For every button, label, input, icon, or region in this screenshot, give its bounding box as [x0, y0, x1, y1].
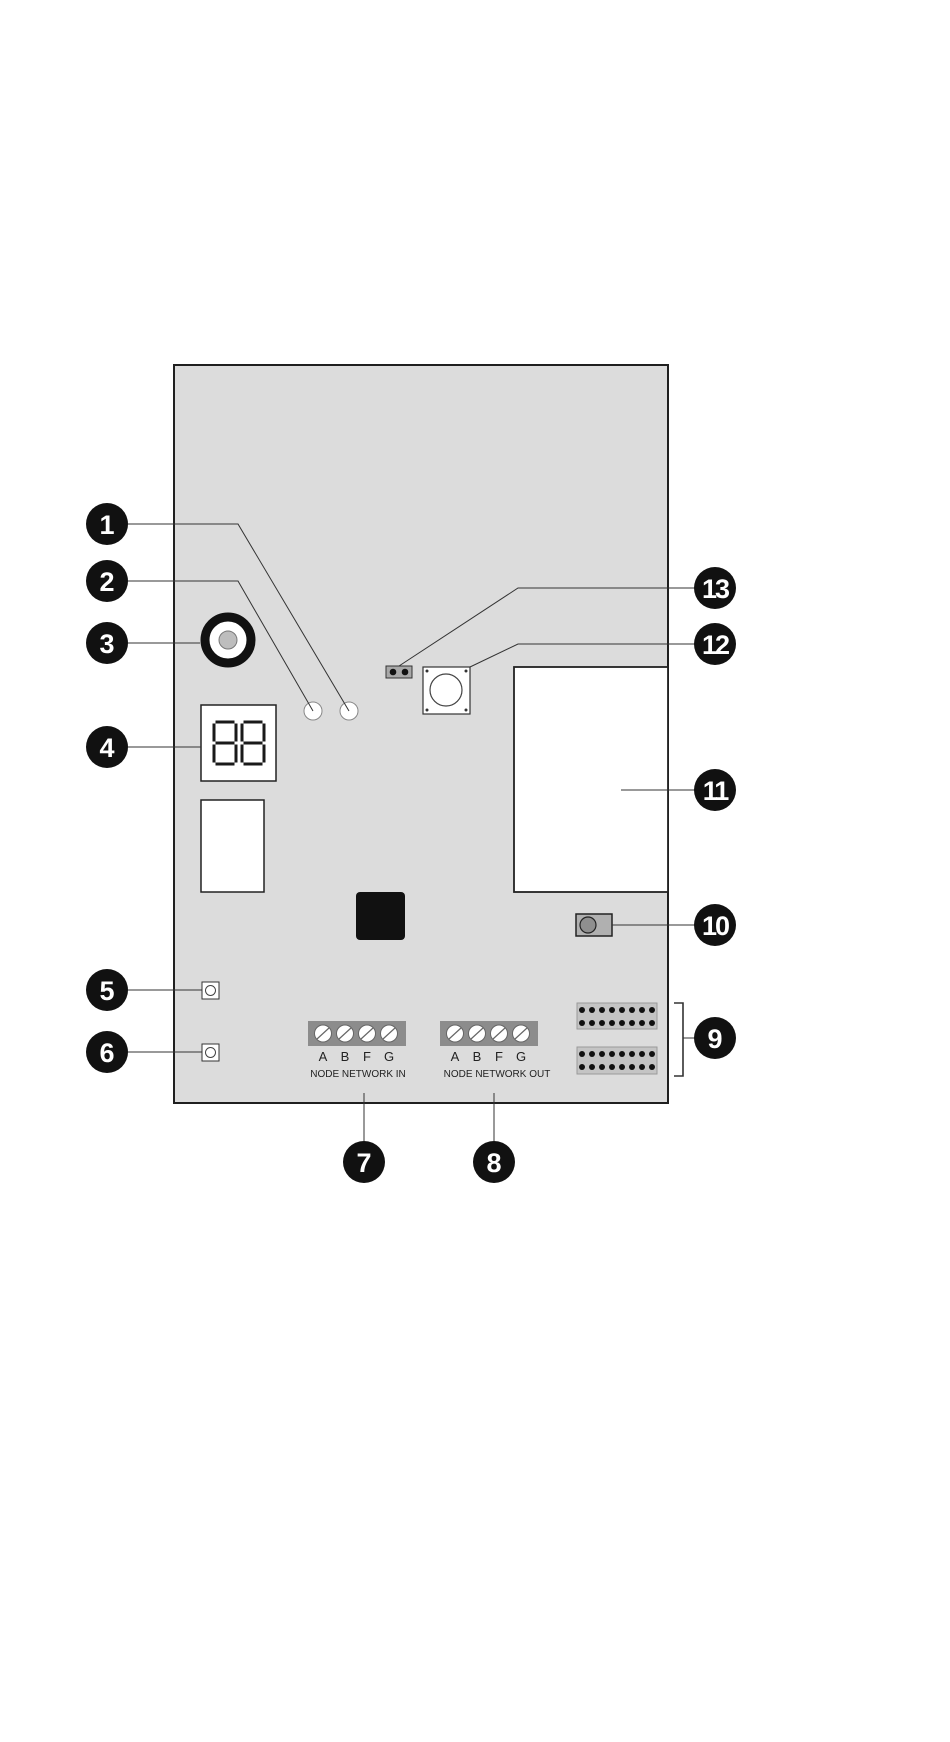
header-pin [609, 1020, 615, 1026]
header-pin [649, 1020, 655, 1026]
terminal-screw [381, 1025, 398, 1042]
callout-6: 6 [86, 1031, 128, 1073]
header-pin [599, 1020, 605, 1026]
terminal-screw [469, 1025, 486, 1042]
callout-11-number: 11 [703, 776, 730, 806]
terminal-screw [315, 1025, 332, 1042]
header-pin [649, 1007, 655, 1013]
header-pin [639, 1064, 645, 1070]
terminal-screw [513, 1025, 530, 1042]
header-pin [629, 1007, 635, 1013]
callout-9-number: 9 [707, 1024, 722, 1054]
callout-1: 1 [86, 503, 128, 545]
callout-7-number: 7 [356, 1148, 371, 1178]
seven-segment-display: 88 [201, 705, 276, 781]
callout-11: 11 [694, 769, 736, 811]
header-pin [589, 1007, 595, 1013]
push-button [423, 667, 470, 714]
terminal-letter: B [341, 1049, 350, 1064]
jumper [386, 666, 412, 678]
callout-4-number: 4 [99, 733, 114, 763]
callout-7: 7 [343, 1141, 385, 1183]
large-module [514, 667, 668, 892]
terminal-letter: G [516, 1049, 526, 1064]
header-pin [579, 1007, 585, 1013]
callout-1-number: 1 [99, 510, 114, 540]
small-component [576, 914, 612, 936]
header-pin [589, 1064, 595, 1070]
pad-6 [202, 1044, 219, 1061]
callout-12: 12 [694, 623, 736, 665]
header-pin [589, 1020, 595, 1026]
terminal-caption-in: NODE NETWORK IN [310, 1069, 406, 1080]
callout-3-number: 3 [99, 629, 114, 659]
callout-4: 4 [86, 726, 128, 768]
header-pin [629, 1064, 635, 1070]
header-pin [649, 1064, 655, 1070]
terminal-screw [337, 1025, 354, 1042]
processor-chip [356, 892, 405, 940]
pad-5 [202, 982, 219, 999]
header-pin [609, 1007, 615, 1013]
pin-header-top [577, 1003, 657, 1029]
callout-2: 2 [86, 560, 128, 602]
header-pin [619, 1020, 625, 1026]
header-pin [639, 1007, 645, 1013]
header-pin [629, 1051, 635, 1057]
callout-10-number: 10 [702, 911, 729, 941]
callout-9: 9 [694, 1017, 736, 1059]
header-pin [579, 1064, 585, 1070]
terminal-letter: B [473, 1049, 482, 1064]
header-pin [599, 1064, 605, 1070]
callout-8: 8 [473, 1141, 515, 1183]
pin-header-bottom [577, 1047, 657, 1074]
header-pin [599, 1007, 605, 1013]
header-pin [649, 1051, 655, 1057]
header-pin [619, 1007, 625, 1013]
header-pin [629, 1020, 635, 1026]
terminal-letter: F [363, 1049, 371, 1064]
callout-5: 5 [86, 969, 128, 1011]
callout-8-number: 8 [486, 1148, 501, 1178]
callout-3: 3 [86, 622, 128, 664]
callout-12-number: 12 [702, 630, 729, 660]
terminal-letter: F [495, 1049, 503, 1064]
terminal-caption-out: NODE NETWORK OUT [444, 1069, 551, 1080]
module-block [201, 800, 264, 892]
header-pin [579, 1020, 585, 1026]
callout-2-number: 2 [99, 567, 114, 597]
callout-5-number: 5 [99, 976, 114, 1006]
header-pin [609, 1051, 615, 1057]
callout-13-number: 13 [702, 574, 730, 604]
header-pin [639, 1020, 645, 1026]
terminal-screw [359, 1025, 376, 1042]
buzzer [205, 617, 251, 663]
terminal-letter: A [451, 1049, 460, 1064]
callout-13: 13 [694, 567, 736, 609]
header-pin [609, 1064, 615, 1070]
terminal-screw [491, 1025, 508, 1042]
header-pin [619, 1051, 625, 1057]
header-pin [599, 1051, 605, 1057]
terminal-letter: G [384, 1049, 394, 1064]
terminal-screw [447, 1025, 464, 1042]
bracket-9 [674, 1003, 683, 1076]
terminal-letter: A [319, 1049, 328, 1064]
callout-6-number: 6 [99, 1038, 114, 1068]
header-pin [639, 1051, 645, 1057]
callout-10: 10 [694, 904, 736, 946]
header-pin [579, 1051, 585, 1057]
header-pin [619, 1064, 625, 1070]
header-pin [589, 1051, 595, 1057]
